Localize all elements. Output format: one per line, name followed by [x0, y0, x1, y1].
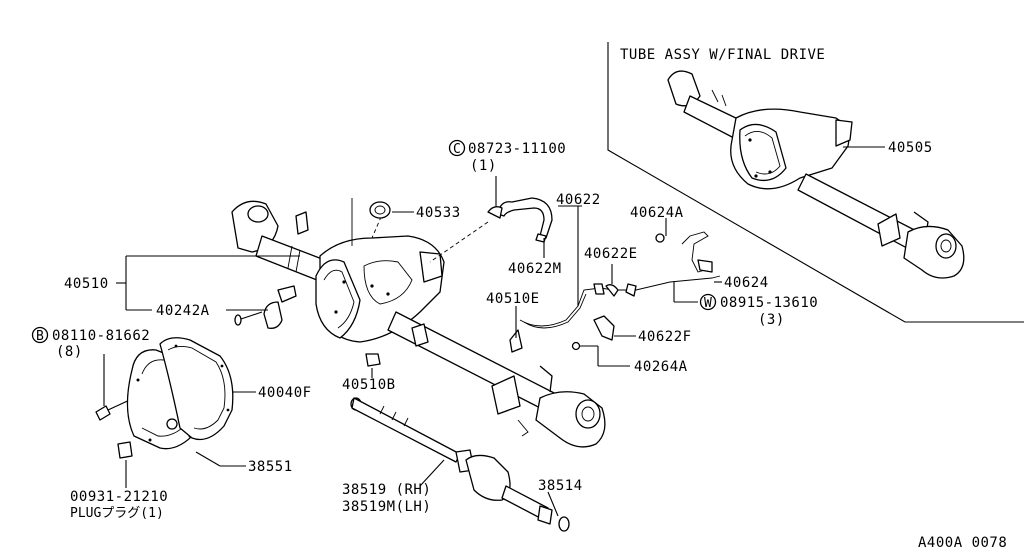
label-00931: 00931-21210	[70, 489, 168, 505]
marker-b-letter: B	[36, 329, 44, 344]
inset-panel: TUBE ASSY W/FINAL DRIVE 40505	[607, 42, 1024, 323]
brake-tube-40622	[519, 275, 721, 329]
bracket-40242A	[234, 285, 297, 329]
inset-axle-housing	[667, 70, 965, 279]
label-40510: 40510	[64, 276, 109, 292]
label-38519: 38519 (RH)	[342, 482, 431, 498]
label-40264A: 40264A	[634, 359, 688, 375]
label-08915: 08915-13610	[720, 295, 818, 311]
label-40040F: 40040F	[258, 385, 312, 401]
nut-40510B	[365, 353, 381, 367]
seal-40533	[369, 201, 391, 219]
label-38514: 38514	[538, 478, 583, 494]
label-40242A: 40242A	[156, 303, 210, 319]
label-40533: 40533	[416, 205, 461, 221]
bolt-40624A	[655, 233, 665, 243]
figure-id: A400A 0078	[918, 535, 1007, 551]
label-08723: 08723-11100	[468, 141, 566, 157]
label-40622E: 40622E	[584, 246, 638, 262]
brake-hose-40624	[681, 231, 713, 273]
label-38551: 38551	[248, 459, 293, 475]
label-40622M: 40622M	[508, 261, 562, 277]
marker-c-letter: C	[453, 142, 461, 157]
marker-c	[448, 139, 466, 157]
bolt-40264A	[571, 341, 598, 351]
bracket-40622F	[593, 315, 615, 341]
marker-w-letter: W	[704, 296, 712, 311]
snap-ring-38514	[558, 516, 570, 532]
breather-hose-40622M	[497, 197, 553, 243]
rear-axle-housing	[231, 200, 606, 448]
label-40510E: 40510E	[486, 291, 540, 307]
label-08110-qty: (8)	[56, 344, 83, 360]
label-40510B: 40510B	[342, 377, 396, 393]
inset-title: TUBE ASSY W/FINAL DRIVE	[620, 47, 825, 63]
label-40622: 40622	[556, 192, 601, 208]
label-08915-qty: (3)	[758, 312, 785, 328]
marker-b	[31, 326, 49, 344]
label-08723-qty: (1)	[470, 158, 497, 174]
gasket-40040F	[159, 337, 234, 441]
label-40624A: 40624A	[630, 205, 684, 221]
axle-shaft-38519	[350, 397, 553, 525]
label-40505: 40505	[888, 140, 933, 156]
bracket-40510E	[509, 329, 523, 353]
label-00931-plug: PLUGプラグ(1)	[70, 506, 164, 521]
plug-00931	[117, 441, 133, 459]
label-38519M: 38519M(LH)	[342, 499, 431, 515]
marker-w	[699, 293, 717, 311]
label-40622F: 40622F	[638, 329, 692, 345]
label-08110: 08110-81662	[52, 328, 150, 344]
label-40624: 40624	[724, 275, 769, 291]
clip-08723	[487, 176, 503, 219]
